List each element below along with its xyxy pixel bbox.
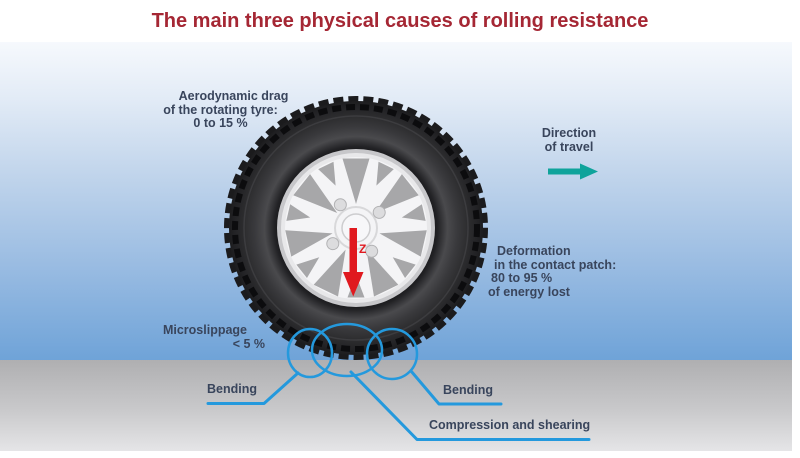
deformation-label: Deformation in the contact patch: 80 to … (488, 244, 617, 299)
sidewall-ring (243, 115, 469, 341)
callout-line-bending-left (206, 371, 300, 405)
load-arrow-icon (343, 228, 364, 297)
bending-left-label: Bending (207, 382, 257, 396)
direction-arrow-icon (548, 163, 598, 180)
highlight-circle-right (365, 327, 419, 381)
wheel-bolts (326, 198, 386, 258)
figure-title: The main three physical causes of rollin… (151, 10, 649, 32)
aerodynamic-drag-label: Aerodynamic drag of the rotating tyre: 0… (163, 89, 289, 130)
highlight-circle-left (286, 327, 334, 379)
z-axis-label: Z (359, 242, 367, 256)
road-surface (0, 360, 792, 451)
tread-grooves (232, 104, 480, 352)
contact-patch-circles (286, 322, 419, 381)
compression-shearing-label: Compression and shearing (429, 418, 591, 432)
highlight-circle-middle (310, 322, 384, 378)
direction-of-travel-label: Direction of travel (541, 126, 597, 154)
bending-right-label: Bending (443, 383, 493, 397)
microslippage-label: Microslippage < 5 % (162, 323, 265, 351)
wheel-spoke-cutouts (285, 158, 427, 298)
callout-line-bending-right (409, 369, 503, 406)
callout-lines (206, 369, 591, 441)
callout-line-compression (349, 370, 591, 441)
tread-blocks-outer (224, 96, 488, 360)
